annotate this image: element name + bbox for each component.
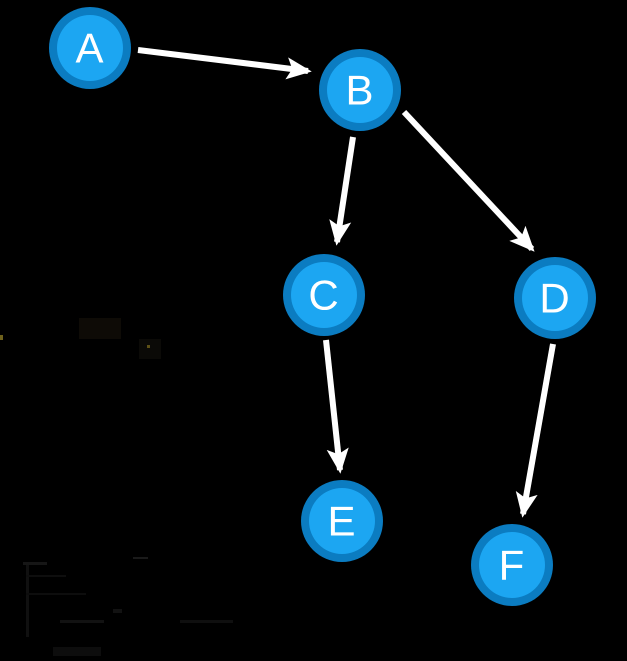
screen-artifact [133,557,148,559]
node-label-a: A [75,25,104,72]
edge-d-f-arrow [515,343,556,518]
screen-artifact [26,565,29,637]
edge-c-e-arrow [323,339,349,474]
graph-node-c[interactable]: C [283,254,365,336]
graph-node-a[interactable]: A [49,7,131,89]
edge-a-b-arrow [137,47,312,80]
screen-artifact [0,335,3,340]
node-label-c: C [308,272,339,319]
screen-artifact [60,620,104,623]
screen-artifact [139,339,161,359]
graph-node-f[interactable]: F [471,524,553,606]
node-fill [309,488,375,554]
edge-b-c-arrow [329,136,356,246]
screen-artifact [23,562,47,565]
edge-b-d-arrow [401,109,535,252]
screen-artifact [26,593,86,595]
node-label-f: F [499,542,526,589]
node-fill [522,265,588,331]
screen-artifact [53,647,101,656]
node-label-d: D [539,275,570,322]
node-fill [57,15,123,81]
node-label-e: E [327,498,356,545]
graph-node-b[interactable]: B [319,49,401,131]
screen-artifact [79,318,121,339]
node-fill [479,532,545,598]
screen-artifact [180,620,233,623]
graph-node-e[interactable]: E [301,480,383,562]
graph-node-d[interactable]: D [514,257,596,339]
node-label-b: B [345,67,374,114]
node-fill [291,262,357,328]
node-fill [327,57,393,123]
screen-artifact [147,345,150,348]
screen-artifact [26,575,66,577]
screen-artifact [113,609,122,613]
